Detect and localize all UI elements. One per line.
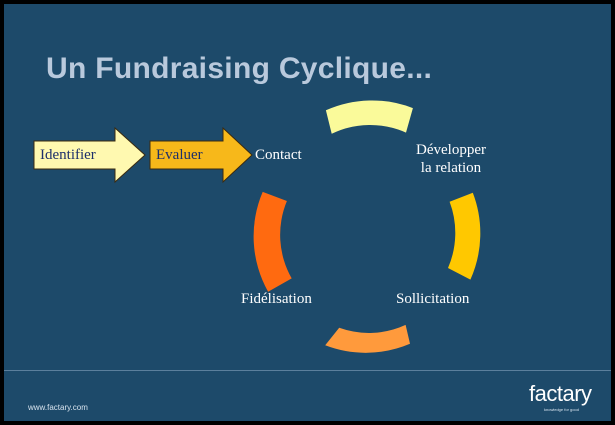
cycle-segment-top (325, 100, 413, 134)
stage-developper-label: Développer la relation (396, 141, 506, 177)
cycle-diagram (33, 100, 481, 353)
identifier-arrow-label: Identifier (40, 147, 96, 163)
evaluer-arrow (149, 126, 253, 184)
factary-logo-tagline: knowledge for good (544, 407, 579, 412)
stage-fidelisation-label: Fidélisation (241, 291, 312, 307)
footer-divider (4, 370, 611, 371)
factary-logo: factary (529, 381, 592, 406)
stage-sollicitation-label: Sollicitation (396, 291, 470, 307)
cycle-segment-bottom (325, 324, 410, 353)
footer-url: www.factary.com (28, 403, 88, 412)
slide-title: Un Fundraising Cyclique... (46, 52, 433, 85)
evaluer-arrow-label: Evaluer (156, 147, 203, 163)
stage-developper-line1: Développer (416, 142, 486, 158)
cycle-segment-left (253, 191, 292, 292)
stage-contact-label: Contact (255, 147, 302, 163)
slide-panel: Un Fundraising Cyclique... Identifier Ev… (4, 4, 611, 421)
cycle-segment-right (448, 192, 481, 280)
identifier-arrow (33, 126, 146, 184)
stage-developper-line2: la relation (420, 160, 482, 176)
